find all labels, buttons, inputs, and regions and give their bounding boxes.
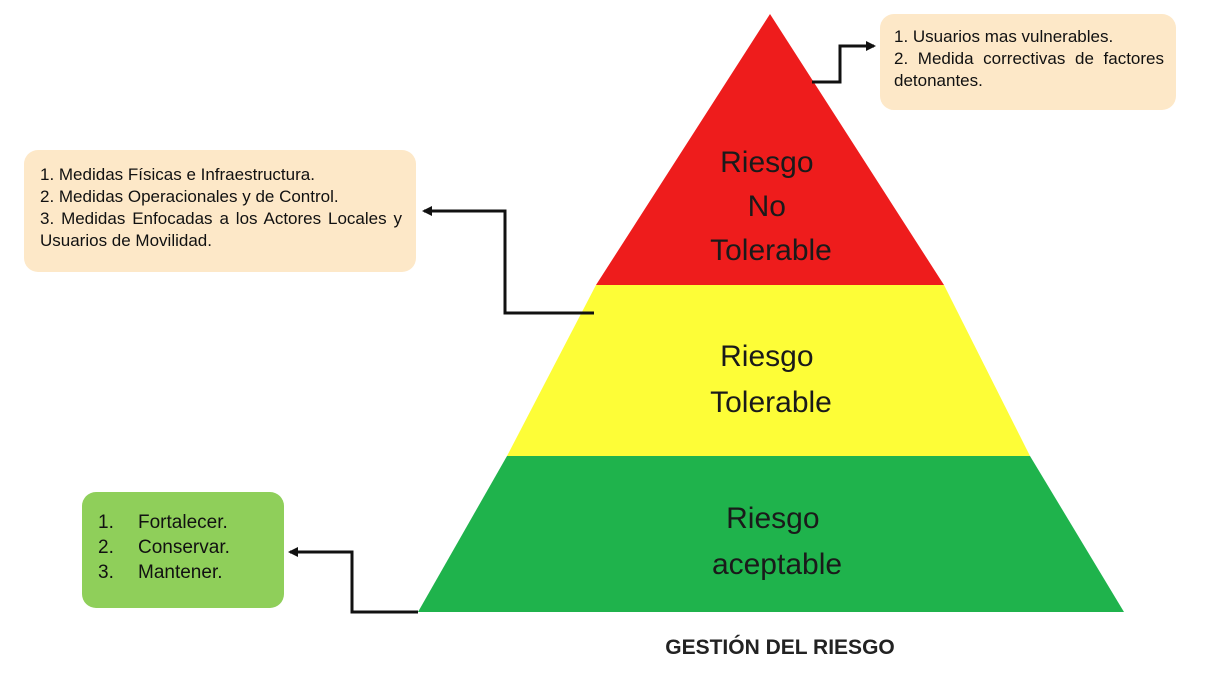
bottom-actions-list: 1. Fortalecer. 2. Conservar. 3. Mantener… bbox=[98, 510, 270, 585]
list-item-number: 2. bbox=[98, 537, 114, 558]
note-middle-line-1: 1. Medidas Físicas e Infraestructura. bbox=[40, 165, 315, 184]
list-item: 3. Mantener. bbox=[98, 560, 270, 585]
list-item-text: Fortalecer. bbox=[138, 512, 228, 533]
diagram-caption: GESTIÓN DEL RIESGO bbox=[665, 636, 895, 659]
pyramid-tier-top bbox=[596, 14, 944, 285]
tier-bottom-line-1: Riesgo bbox=[726, 502, 819, 535]
note-bottom-actions: 1. Fortalecer. 2. Conservar. 3. Mantener… bbox=[82, 492, 284, 608]
tier-bottom-label: Riesgo aceptable bbox=[712, 502, 842, 581]
tier-top-line-3: Tolerable bbox=[710, 234, 832, 267]
tier-middle-label: Riesgo Tolerable bbox=[710, 340, 832, 419]
note-middle-line-2: 2. Medidas Operacionales y de Control. bbox=[40, 187, 339, 206]
connector-top bbox=[812, 41, 876, 84]
note-top-line-1: 1. Usuarios mas vulnerables. bbox=[894, 27, 1114, 46]
tier-top-line-2: No bbox=[748, 190, 786, 223]
tier-top-label: Riesgo No Tolerable bbox=[710, 146, 832, 267]
list-item-number: 3. bbox=[98, 562, 114, 583]
tier-bottom-line-2: aceptable bbox=[712, 548, 842, 581]
note-top-line-2: 2. Medida correctivas de factores detona… bbox=[894, 49, 1164, 90]
note-top-measures: 1. Usuarios mas vulnerables. 2. Medida c… bbox=[880, 14, 1176, 110]
pyramid-tier-middle bbox=[507, 285, 1030, 456]
tier-top-line-1: Riesgo bbox=[720, 146, 813, 179]
note-middle-line-3: 3. Medidas Enfocadas a los Actores Local… bbox=[40, 209, 402, 250]
connector-middle bbox=[422, 206, 594, 315]
pyramid-tier-bottom bbox=[418, 456, 1124, 612]
list-item: 2. Conservar. bbox=[98, 535, 270, 560]
tier-middle-line-2: Tolerable bbox=[710, 386, 832, 419]
note-middle-measures: 1. Medidas Físicas e Infraestructura. 2.… bbox=[24, 150, 416, 272]
tier-middle-line-1: Riesgo bbox=[720, 340, 813, 373]
connector-bottom bbox=[288, 547, 418, 614]
list-item-text: Mantener. bbox=[138, 562, 223, 583]
list-item-number: 1. bbox=[98, 512, 114, 533]
list-item-text: Conservar. bbox=[138, 537, 230, 558]
list-item: 1. Fortalecer. bbox=[98, 510, 270, 535]
